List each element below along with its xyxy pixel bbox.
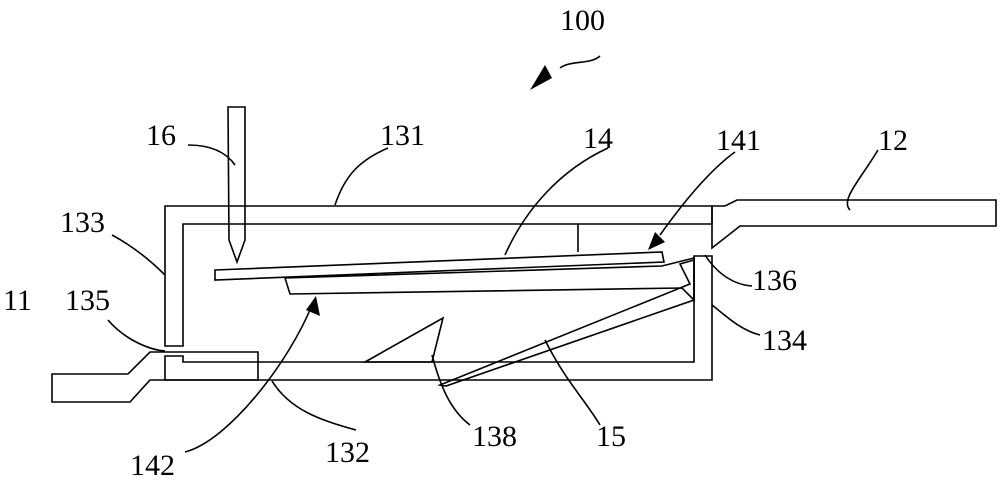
bottom-wall [164, 255, 713, 381]
top-wall [164, 205, 713, 347]
label-136: 136 [752, 264, 797, 297]
terminal-left [51, 351, 259, 403]
label-138: 138 [472, 420, 517, 453]
arrow-141 [648, 232, 665, 250]
label-142: 142 [130, 449, 175, 482]
housing [164, 205, 713, 381]
spring-15 [437, 258, 695, 387]
label-135: 135 [65, 284, 110, 317]
label-12: 12 [878, 124, 908, 157]
terminal-right [711, 199, 997, 250]
labels: 100 16 131 14 141 12 133 11 135 136 134 … [3, 4, 908, 482]
movable-piece-14 [214, 251, 665, 281]
leader-lines [107, 55, 879, 453]
label-131: 131 [380, 119, 425, 152]
label-133: 133 [60, 206, 105, 239]
label-15: 15 [596, 420, 626, 453]
label-132: 132 [325, 436, 370, 469]
contact-16 [227, 106, 246, 265]
label-134: 134 [762, 324, 807, 357]
label-141: 141 [716, 124, 761, 157]
spring-upper-arm [283, 256, 695, 302]
label-16: 16 [146, 119, 176, 152]
label-11: 11 [3, 284, 32, 317]
protrusion-138 [361, 316, 445, 363]
arrow-142 [306, 296, 320, 316]
label-100: 100 [560, 4, 605, 37]
label-14: 14 [583, 122, 613, 155]
arrow-100 [530, 65, 552, 90]
